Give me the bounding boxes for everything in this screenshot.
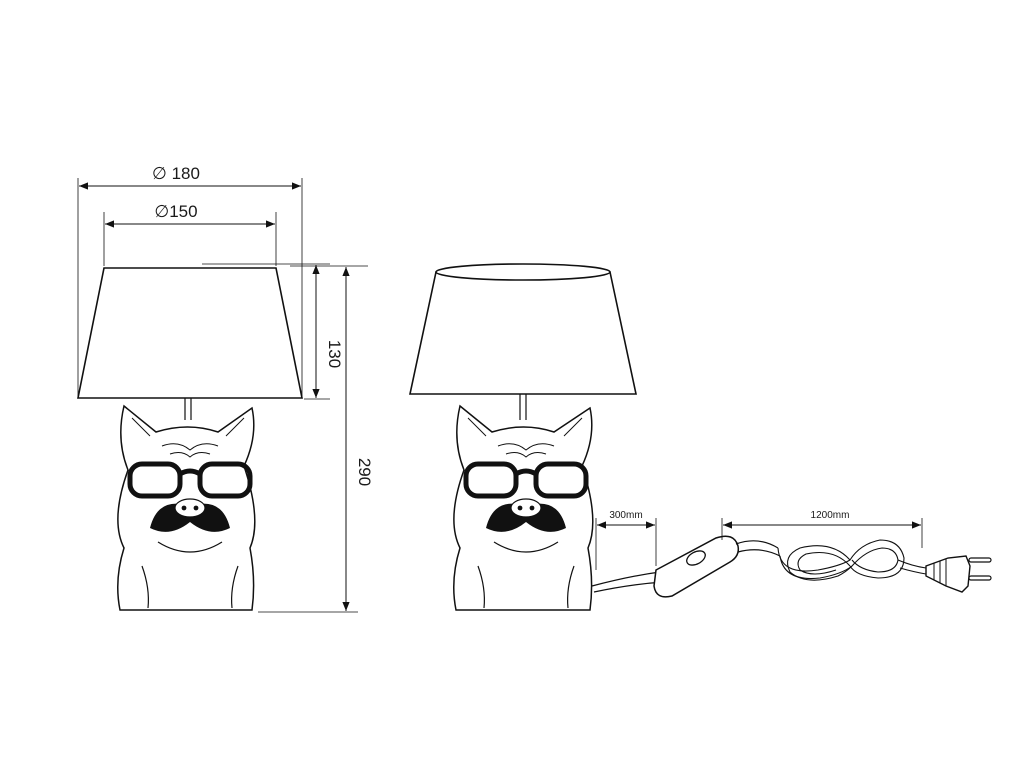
left-lamp-shade <box>77 267 303 399</box>
dim-shade-inner: ∅150 <box>103 202 277 266</box>
dim-switch-cable-label: 300mm <box>609 510 642 521</box>
dim-total-height-label: 290 <box>355 458 374 486</box>
dim-shade-outer-label: ∅ 180 <box>152 164 200 183</box>
right-dog-body <box>453 404 594 611</box>
plug-pin-bottom <box>968 575 992 581</box>
cable-coil <box>777 539 927 581</box>
right-lamp <box>409 263 637 611</box>
right-dog-mustache <box>486 503 566 532</box>
dim-shade-inner-label: ∅150 <box>154 202 197 221</box>
plug-pin-top <box>968 557 992 563</box>
dim-switch-cable: 300mm <box>595 510 657 570</box>
right-lamp-shade-top <box>435 263 611 281</box>
inline-switch <box>653 535 740 598</box>
dim-shade-height: 130 <box>202 263 344 400</box>
power-cable <box>591 535 992 598</box>
left-dog-body <box>117 404 256 611</box>
dim-plug-cable-label: 1200mm <box>811 510 850 521</box>
right-lamp-shade <box>409 271 637 395</box>
left-lamp <box>77 267 303 611</box>
left-dog-glasses <box>127 461 253 499</box>
dim-plug-cable: 1200mm <box>721 510 923 548</box>
left-dog-mustache <box>150 503 230 532</box>
switch-button <box>686 550 706 566</box>
dim-shade-outer: ∅ 180 <box>77 164 303 396</box>
dim-shade-height-label: 130 <box>325 340 344 368</box>
dim-total-height: 290 <box>258 265 374 613</box>
euro-plug <box>925 555 992 593</box>
right-dog-glasses <box>463 461 589 499</box>
